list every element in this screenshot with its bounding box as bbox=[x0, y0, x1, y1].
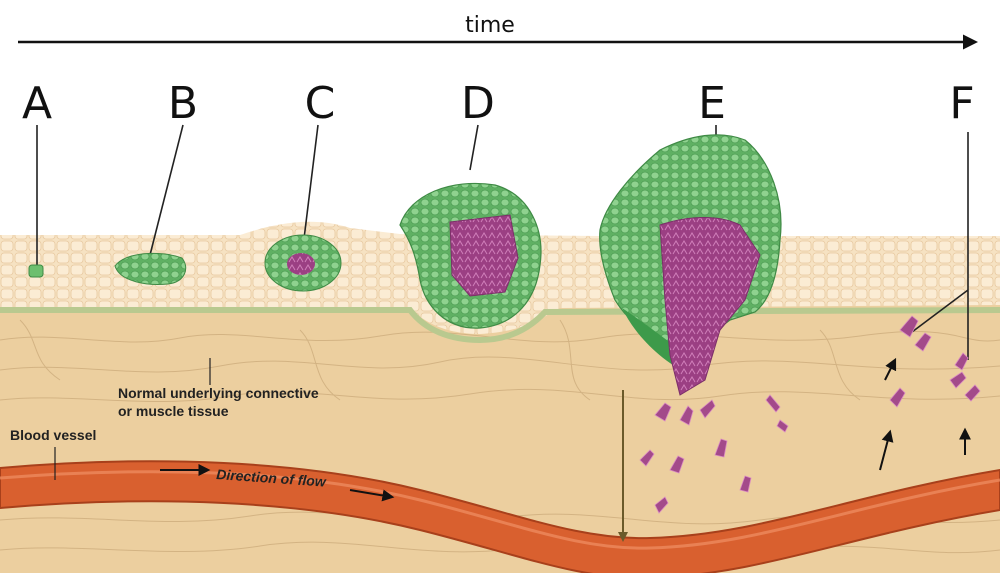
tumor-a bbox=[28, 264, 44, 278]
tumor-e-core bbox=[659, 217, 761, 396]
tumor-c-core bbox=[287, 253, 315, 275]
stage-label-b: B bbox=[168, 78, 198, 129]
leader-lines bbox=[36, 124, 969, 360]
flow-arrow-right bbox=[349, 489, 395, 502]
basement-membrane bbox=[0, 307, 1000, 344]
tumor-d-core bbox=[449, 214, 519, 297]
metastatic-cells bbox=[889, 315, 981, 408]
stage-label-e: E bbox=[698, 78, 726, 129]
blood-vessel-label: Blood vessel bbox=[10, 427, 96, 443]
stage-label-f: F bbox=[949, 78, 974, 129]
blood-vessel bbox=[0, 460, 1000, 573]
tumor-b bbox=[114, 252, 187, 285]
connective-label-line2: or muscle tissue bbox=[118, 403, 229, 419]
stage-label-a: A bbox=[22, 78, 52, 129]
blood-vessel-highlight bbox=[0, 470, 1000, 550]
time-label: time bbox=[465, 13, 515, 38]
invading-cells bbox=[639, 394, 789, 514]
stage-label-c: C bbox=[305, 78, 336, 129]
stage-label-d: D bbox=[461, 78, 495, 129]
extravasation-arrows bbox=[879, 357, 971, 471]
connective-label-line1: Normal underlying connective bbox=[118, 385, 319, 401]
flow-label: Direction of flow bbox=[216, 466, 328, 490]
